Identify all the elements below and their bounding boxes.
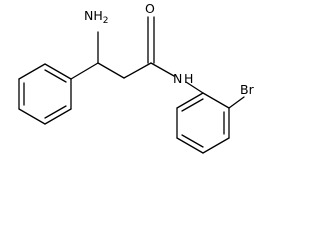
amine-nitrogen-symbol: N (84, 8, 93, 23)
bromine-label: Br (240, 82, 255, 97)
phenyl-ring-left (18, 63, 72, 125)
bond-n-to-ring (185, 81, 204, 94)
bond-ring-to-br (228, 96, 245, 109)
bond-ph1-c1-c2 (44, 63, 72, 80)
bond-ph1-c4-c5 (18, 108, 46, 125)
amide-hydrogen-label: H (184, 71, 193, 86)
bond-ring-to-ch (70, 62, 99, 80)
amine-hydrogen-symbol: H (93, 8, 102, 23)
amine-subscript: 2 (103, 16, 109, 26)
amide-nitrogen-label: N (173, 71, 182, 86)
bond-ch-to-ch2 (97, 62, 125, 79)
bond-ph2-c3-c4 (202, 137, 230, 154)
bond-ph1-c3-c4 (44, 108, 72, 125)
bond-ph2-inner-2 (181, 134, 204, 148)
bond-ph2-c4-c5 (176, 137, 204, 154)
carbonyl-oxygen-label: O (145, 1, 155, 16)
bond-ch2-to-carbonyl (123, 62, 152, 79)
bond-ph1-inner-1 (44, 69, 67, 83)
bond-ph1-c6-c1 (18, 63, 46, 80)
backbone-chain (70, 16, 204, 94)
bond-ph2-inner-3 (181, 98, 204, 112)
amine-label: NH2 (84, 8, 109, 26)
atom-labels: NH2 O N H Br (84, 1, 255, 97)
bond-ph2-c6-c1 (176, 92, 204, 109)
chemical-structure-diagram: NH2 O N H Br (18, 1, 255, 154)
bond-ph1-inner-2 (44, 105, 67, 119)
bond-ph2-c1-c2 (202, 92, 230, 109)
bond-carbonyl-to-n (150, 62, 175, 77)
bromophenyl-ring (176, 92, 245, 154)
